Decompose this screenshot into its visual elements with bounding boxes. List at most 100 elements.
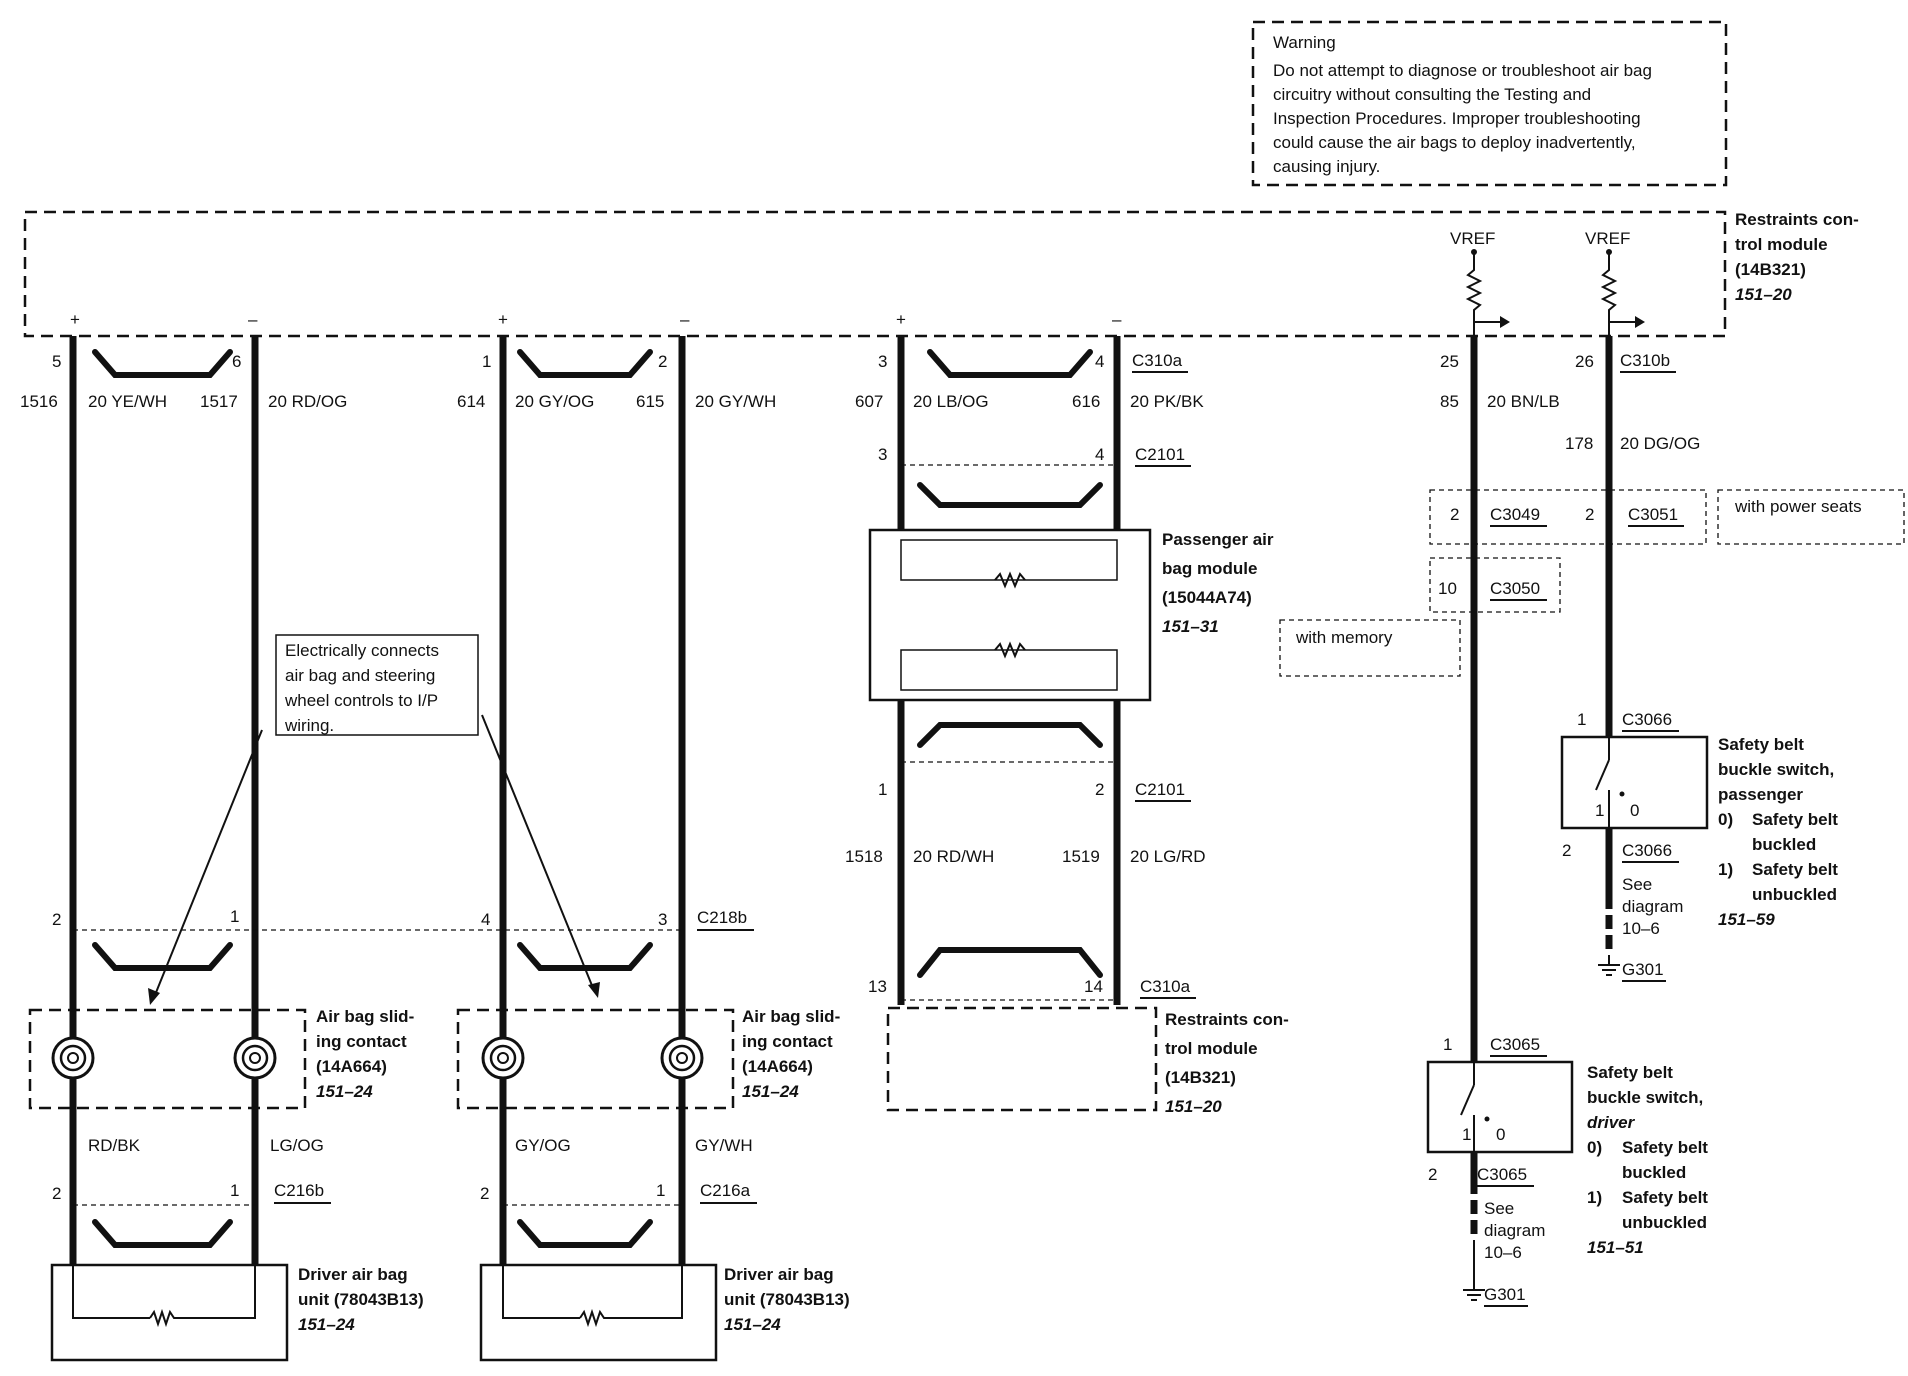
air-bag-sliding-contact-right: Air bag slid- ing contact (14A664) 151–2… <box>456 1007 840 1110</box>
see-diagram: 10–6 <box>1484 1243 1522 1262</box>
top-connector-ids: C310a C310b <box>1132 351 1676 373</box>
warning-line: circuitry without consulting the Testing… <box>1273 85 1591 104</box>
sliding-contact-ref: 151–24 <box>316 1082 373 1101</box>
connector-id: C3050 <box>1490 579 1540 598</box>
wire-color: LG/OG <box>270 1136 324 1155</box>
connector-id: C310b <box>1620 351 1670 370</box>
switch-state-label: buckled <box>1752 835 1816 854</box>
buckle-switch-driver: 1 C3065 1 0 2 C3065 See diagram 10–6 G30… <box>1426 1035 1708 1307</box>
warning-line: Do not attempt to diagnose or troublesho… <box>1273 61 1652 80</box>
pin-number: 2 <box>480 1184 489 1203</box>
pin-number: 25 <box>1440 352 1459 371</box>
seat-option-connectors: 2 C3049 2 C3051 with power seats 10 C305… <box>1279 489 1905 677</box>
switch-passenger-label: buckle switch, <box>1718 760 1834 779</box>
sliding-contact-label: Air bag slid- <box>742 1007 840 1026</box>
warning-box: Warning Do not attempt to diagnose or tr… <box>1251 20 1728 187</box>
connector-id: C3065 <box>1490 1035 1540 1054</box>
pin-number: 1 <box>1443 1035 1452 1054</box>
rcm-top-label: trol module <box>1735 235 1828 254</box>
driver-unit-label: Driver air bag <box>724 1265 834 1284</box>
ground-id: G301 <box>1622 960 1664 979</box>
pin-number: 1 <box>656 1181 665 1200</box>
sliding-contact-label: (14A664) <box>742 1057 813 1076</box>
circuit-number: 614 <box>457 392 485 411</box>
pin-number: 1 <box>230 1181 239 1200</box>
switch-state-num: 0) <box>1587 1138 1602 1157</box>
wire-color: RD/BK <box>88 1136 141 1155</box>
pin-number: 5 <box>52 352 61 371</box>
with-memory-label: with memory <box>1295 628 1393 647</box>
ground-id: G301 <box>1484 1285 1526 1304</box>
pin-number: 10 <box>1438 579 1457 598</box>
c218b-connector: 2 1 4 3 C218b <box>52 907 754 931</box>
rcm-bottom-label: trol module <box>1165 1039 1258 1058</box>
polarity-mark: – <box>1112 310 1122 329</box>
connector-id: C2101 <box>1135 445 1185 464</box>
switch-state-num: 1) <box>1587 1188 1602 1207</box>
vref-circuit-1: VREF <box>1450 229 1510 336</box>
passenger-module-label: bag module <box>1162 559 1257 578</box>
switch-state-label: unbuckled <box>1752 885 1837 904</box>
switch-state-label: Safety belt <box>1622 1188 1708 1207</box>
switch-driver-label: buckle switch, <box>1587 1088 1703 1107</box>
circuit-number: 615 <box>636 392 664 411</box>
passenger-air-bag-section: 3 4 C2101 Passenger air bag module (1504… <box>845 445 1274 1001</box>
buckle-switch-passenger: 1 C3066 1 0 2 C3066 See diagram 10–6 G30… <box>1560 710 1838 982</box>
callout-line: wheel controls to I/P <box>284 691 438 710</box>
wire-gauge-color: 20 BN/LB <box>1487 392 1560 411</box>
driver-unit-ref: 151–24 <box>298 1315 355 1334</box>
driver-unit-label: unit (78043B13) <box>298 1290 424 1309</box>
pin-number: 4 <box>1095 445 1104 464</box>
wire-gauge-color: 20 GY/OG <box>515 392 594 411</box>
polarity-mark: + <box>70 310 80 329</box>
switch-state-label: Safety belt <box>1622 1138 1708 1157</box>
switch-contact: 1 <box>1595 801 1604 820</box>
see-diagram: diagram <box>1622 897 1683 916</box>
switch-state-num: 1) <box>1718 860 1733 879</box>
wire-gauge-color: 20 DG/OG <box>1620 434 1700 453</box>
vref-circuit-2: VREF <box>1585 229 1645 336</box>
pin-number: 14 <box>1084 977 1103 996</box>
switch-passenger-ref: 151–59 <box>1718 910 1775 929</box>
switch-state-label: Safety belt <box>1752 810 1838 829</box>
connector-shells <box>92 349 1103 1248</box>
wire-color: GY/OG <box>515 1136 571 1155</box>
wire-gauge-color: 20 GY/WH <box>695 392 776 411</box>
circuit-number: 1517 <box>200 392 238 411</box>
driver-unit-ref: 151–24 <box>724 1315 781 1334</box>
connector-id: C2101 <box>1135 780 1185 799</box>
wire-gauge-color: 20 RD/OG <box>268 392 347 411</box>
driver-unit-label: Driver air bag <box>298 1265 408 1284</box>
circuit-number: 616 <box>1072 392 1100 411</box>
connector-id: C3065 <box>1477 1165 1527 1184</box>
callout-line: wiring. <box>284 716 334 735</box>
pin-number: 3 <box>658 910 667 929</box>
pin-number: 1 <box>230 907 239 926</box>
switch-contact: 0 <box>1496 1125 1505 1144</box>
connector-id: C3051 <box>1628 505 1678 524</box>
polarity-mark: + <box>896 310 906 329</box>
sliding-contact-label: ing contact <box>742 1032 833 1051</box>
warning-title: Warning <box>1273 33 1336 52</box>
see-diagram: 10–6 <box>1622 919 1660 938</box>
circuit-number: 178 <box>1565 434 1593 453</box>
with-power-seats-label: with power seats <box>1734 497 1862 516</box>
switch-driver-label: driver <box>1587 1113 1636 1132</box>
rcm-bottom-ref: 151–20 <box>1165 1097 1222 1116</box>
wire-gauge-color: 20 PK/BK <box>1130 392 1204 411</box>
connector-id: C216a <box>700 1181 751 1200</box>
pin-number: 2 <box>1095 780 1104 799</box>
connector-id: C3049 <box>1490 505 1540 524</box>
polarity-mark: – <box>248 310 258 329</box>
pin-number: 1 <box>482 352 491 371</box>
polarity-mark: + <box>498 310 508 329</box>
restraints-control-module-bottom: Restraints con- trol module (14B321) 151… <box>886 1006 1289 1116</box>
rcm-bottom-label: Restraints con- <box>1165 1010 1289 1029</box>
callout-line: air bag and steering <box>285 666 435 685</box>
pin-number: 1 <box>1577 710 1586 729</box>
passenger-module-ref: 151–31 <box>1162 617 1219 636</box>
pin-number: 1 <box>878 780 887 799</box>
wire-gauge-color: 20 LB/OG <box>913 392 989 411</box>
see-diagram: See <box>1622 875 1652 894</box>
